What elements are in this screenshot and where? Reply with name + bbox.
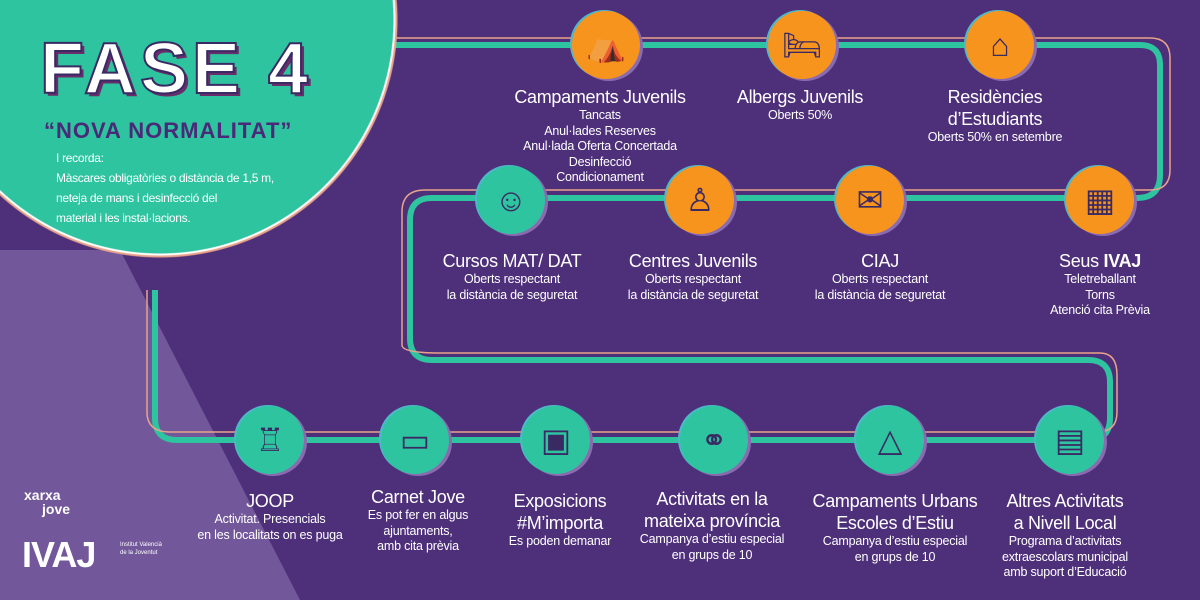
item-title: Centres Juvenils: [628, 251, 758, 271]
item-line: Condicionament: [556, 170, 644, 184]
item-line: Desinfecció: [568, 154, 632, 169]
item-title: d’Estudiants: [947, 109, 1043, 129]
item-line: Oberts respectant: [645, 272, 741, 286]
reminder-line: Màscares obligatòries o distància de 1,5…: [56, 171, 274, 185]
item-line: en grups de 10: [854, 549, 936, 564]
phase-subtitle: “NOVA NORMALITAT”: [44, 118, 293, 143]
reminder-text: I recorda: Màscares obligatòries o distà…: [56, 148, 316, 228]
item-title: mateixa província: [644, 511, 780, 531]
logo-text: jove: [42, 501, 71, 517]
item-line: la distància de seguretat: [814, 287, 946, 302]
reminder-line: I recorda:: [56, 151, 104, 165]
item-title: Cursos MAT/ DAT: [442, 251, 582, 271]
building-icon: ▦: [1066, 166, 1134, 234]
item-altres-activitats: Altres Activitats a Nivell Local Program…: [1002, 490, 1128, 581]
item-line: Teletreballant: [1064, 272, 1136, 286]
phase-title: FASE 4: [39, 28, 313, 110]
item-title: Seus IVAJ: [1050, 250, 1150, 272]
item-line: Activitat. Presencials: [214, 512, 326, 526]
ivaj-logo-subtitle: Institut Valencià de la Joventut: [120, 541, 162, 557]
network-icon: ⚭: [680, 406, 748, 474]
item-line: Oberts respectant: [464, 272, 560, 286]
chat-icon: ✉: [836, 166, 904, 234]
item-ciaj: CIAJ Oberts respectant la distància de s…: [815, 250, 946, 303]
item-title: Escoles d’Estiu: [836, 513, 954, 533]
item-albergs-juvenils: Albergs Juvenils Oberts 50%: [736, 86, 864, 124]
item-title: Campaments Urbans: [812, 491, 978, 511]
item-title: #M’importa: [516, 513, 604, 533]
exhibition-icon: ▣: [522, 406, 590, 474]
item-line: amb cita prèvia: [377, 539, 459, 553]
tent-icon: ⛺: [572, 11, 640, 79]
item-title: a Nivell Local: [1013, 513, 1117, 533]
item-line: la distància de seguretat: [446, 287, 578, 302]
item-line: Programa d’activitats: [1008, 534, 1122, 548]
item-title: CIAJ: [861, 251, 899, 271]
item-title: JOOP: [246, 491, 294, 511]
calendar-icon: ▤: [1036, 406, 1104, 474]
bunk-bed-icon: 🛏: [768, 11, 836, 79]
student-house-icon: ⌂: [966, 11, 1034, 79]
item-title: Albergs Juvenils: [736, 87, 864, 107]
jumping-person-icon: ☺: [477, 166, 545, 234]
item-line: extraescolars municipal: [1001, 549, 1129, 564]
item-title: Activitats en la: [656, 489, 768, 509]
item-line: Campanya d’estiu especial: [639, 532, 785, 546]
hero-icon: ♖: [236, 406, 304, 474]
item-activitats-provincia: Activitats en la mateixa província Campa…: [639, 488, 785, 563]
logo-text: de la Joventut: [120, 550, 158, 556]
item-line: Oberts 50%: [767, 108, 833, 122]
item-campaments-juvenils: Campaments Juvenils Tancats Anul·lades R…: [514, 86, 686, 186]
item-exposicions: Exposicions #M’importa Es poden demanar: [508, 490, 612, 550]
ivaj-logo: IVAJ: [22, 534, 96, 575]
item-line: Torns: [1085, 287, 1115, 302]
reminder-line: material i les instal·lacions.: [56, 211, 191, 225]
id-card-icon: ▭: [381, 406, 449, 474]
item-line: Campanya d’estiu especial: [822, 534, 968, 548]
item-carnet-jove: Carnet Jove Es pot fer en algus ajuntame…: [367, 486, 469, 555]
phase-circle: [0, 0, 400, 260]
item-title-bold: IVAJ: [1103, 251, 1142, 271]
logo-text: xarxa: [24, 487, 61, 503]
item-line: Anul·lades Reserves: [544, 123, 656, 138]
item-line: Atenció cita Prèvia: [1050, 303, 1150, 317]
item-line: Es poden demanar: [508, 534, 612, 548]
item-line: Es pot fer en algus: [367, 508, 469, 522]
hands-person-icon: ♙: [666, 166, 734, 234]
item-line: Oberts respectant: [832, 272, 928, 286]
item-line: en grups de 10: [671, 547, 753, 562]
item-line: Anul·lada Oferta Concertada: [523, 139, 677, 153]
item-title: Carnet Jove: [371, 487, 465, 507]
item-line: Tancats: [579, 108, 621, 122]
item-cursos: Cursos MAT/ DAT Oberts respectant la dis…: [443, 250, 582, 303]
item-joop: JOOP Activitat. Presencials en les local…: [197, 490, 342, 543]
item-title: Exposicions: [513, 491, 607, 511]
item-title: Altres Activitats: [1006, 491, 1124, 511]
item-title: Campaments Juvenils: [514, 87, 686, 107]
logo-text: Institut Valencià: [120, 542, 162, 548]
reminder-line: neteja de mans i desinfecció del: [56, 191, 218, 205]
item-residencies: Residències d’Estudiants Oberts 50% en s…: [928, 86, 1063, 146]
xarxa-jove-logo: xarxa jove: [24, 488, 70, 516]
item-line: la distància de seguretat: [627, 287, 759, 302]
item-seus-ivaj: Seus IVAJ Teletreballant Torns Atenció c…: [1050, 250, 1150, 319]
item-centres-juvenils: Centres Juvenils Oberts respectant la di…: [628, 250, 759, 303]
item-line: amb suport d’Educació: [1003, 565, 1127, 579]
item-line: ajuntaments,: [383, 523, 453, 538]
item-line: en les localitats on es puga: [197, 527, 343, 542]
item-title-part: Seus: [1058, 251, 1104, 271]
item-campaments-urbans: Campaments Urbans Escoles d’Estiu Campan…: [813, 490, 978, 565]
item-line: Oberts 50% en setembre: [927, 130, 1063, 144]
map-tent-icon: △: [856, 406, 924, 474]
item-title: Residències: [947, 87, 1043, 107]
